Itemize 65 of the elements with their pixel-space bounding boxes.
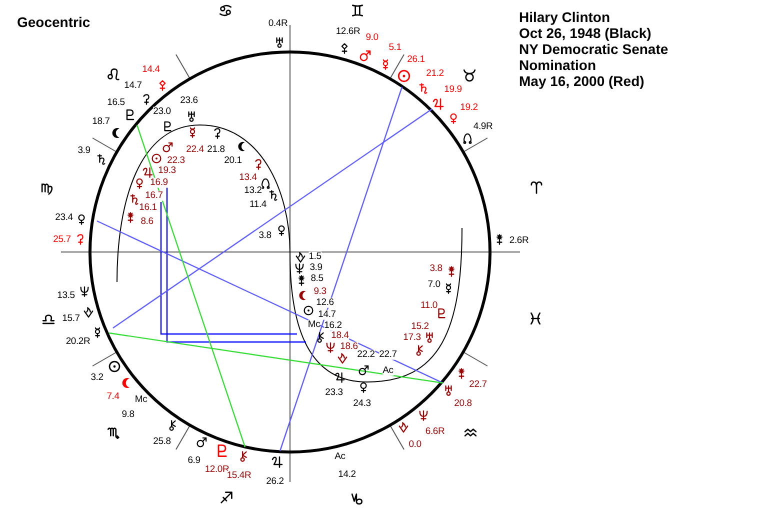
- degree-label: 6.9: [188, 456, 200, 466]
- degree-label: 21.8: [207, 144, 225, 156]
- degree-label: 12.6: [316, 298, 334, 308]
- degree-label: 13.2: [244, 186, 262, 196]
- degree-label: 23.6: [180, 96, 198, 106]
- degree-label: 23.0: [153, 106, 171, 118]
- degree-label: 16.7: [145, 190, 163, 202]
- degree-label: 18.6: [340, 342, 358, 352]
- chart-note: NY Democratic Senate Nomination: [519, 41, 670, 73]
- angle-label: Mc: [308, 320, 320, 330]
- degree-label: 22.3: [167, 156, 185, 166]
- chart-note: May 16, 2000 (Red): [519, 73, 646, 89]
- degree-label: 25.7: [53, 234, 71, 246]
- degree-label: 9.8: [122, 410, 134, 420]
- degree-label: 13.4: [239, 172, 257, 184]
- angle-label: Mc: [134, 394, 148, 406]
- degree-label: 1.5: [308, 252, 322, 262]
- degree-label: 3.9: [310, 262, 322, 274]
- degree-label: 26.2: [266, 476, 284, 488]
- degree-label: 16.9: [150, 178, 168, 188]
- degree-label: 0.4R: [268, 18, 288, 30]
- degree-label: 0.0: [408, 440, 422, 450]
- degree-label: 19.9: [444, 84, 462, 96]
- chart-heading: Geocentric: [17, 14, 90, 30]
- degree-label: 8.5: [310, 274, 324, 284]
- degree-label: 3.2: [90, 372, 104, 384]
- degree-label: 16.1: [139, 202, 157, 214]
- degree-label: 12.6R: [336, 26, 360, 38]
- degree-label: 5.1: [388, 42, 402, 54]
- degree-label: 20.8: [454, 398, 472, 410]
- degree-label: 15.7: [62, 314, 80, 324]
- angle-label: Ac: [334, 452, 346, 462]
- degree-label: 20.2R: [66, 336, 90, 348]
- degree-label: 13.5: [57, 290, 75, 302]
- degree-label: 8.6: [140, 216, 154, 228]
- degree-label: 3.8: [258, 230, 272, 242]
- degree-label: 19.2: [460, 102, 478, 114]
- degree-label: 18.7: [92, 116, 110, 128]
- degree-label: 20.1: [224, 156, 242, 166]
- angle-label: Ac: [382, 366, 394, 376]
- degree-label: 3.9: [78, 146, 90, 156]
- degree-label: 2.6R: [509, 236, 529, 246]
- degree-label: 25.8: [153, 436, 171, 448]
- degree-label: 18.4: [331, 330, 349, 342]
- degree-label: 16.5: [107, 98, 125, 108]
- degree-label: 6.6R: [425, 426, 445, 438]
- degree-label: 14.7: [318, 310, 336, 320]
- degree-label: 24.3: [353, 398, 371, 410]
- degree-label: 17.3: [403, 332, 421, 344]
- degree-label: 9.3: [314, 286, 326, 298]
- degree-label: 26.1: [407, 54, 425, 66]
- degree-label: 11.0: [420, 300, 438, 312]
- degree-label: 15.2: [411, 322, 429, 332]
- degree-label: 3.8: [430, 264, 442, 274]
- degree-label: 22.7: [379, 350, 397, 360]
- degree-label: 4.9R: [473, 122, 493, 132]
- degree-label: 16.2: [324, 320, 342, 332]
- chart-note: Oct 26, 1948 (Black): [519, 25, 652, 41]
- degree-label: 15.4R: [226, 470, 252, 482]
- chart-title: Hilary Clinton: [519, 9, 612, 25]
- degree-label: 23.3: [325, 388, 343, 398]
- degree-label: 7.0: [428, 280, 440, 290]
- degree-label: 23.4: [55, 212, 73, 224]
- degree-label: 19.3: [158, 166, 176, 176]
- degree-label: 9.0: [366, 32, 378, 44]
